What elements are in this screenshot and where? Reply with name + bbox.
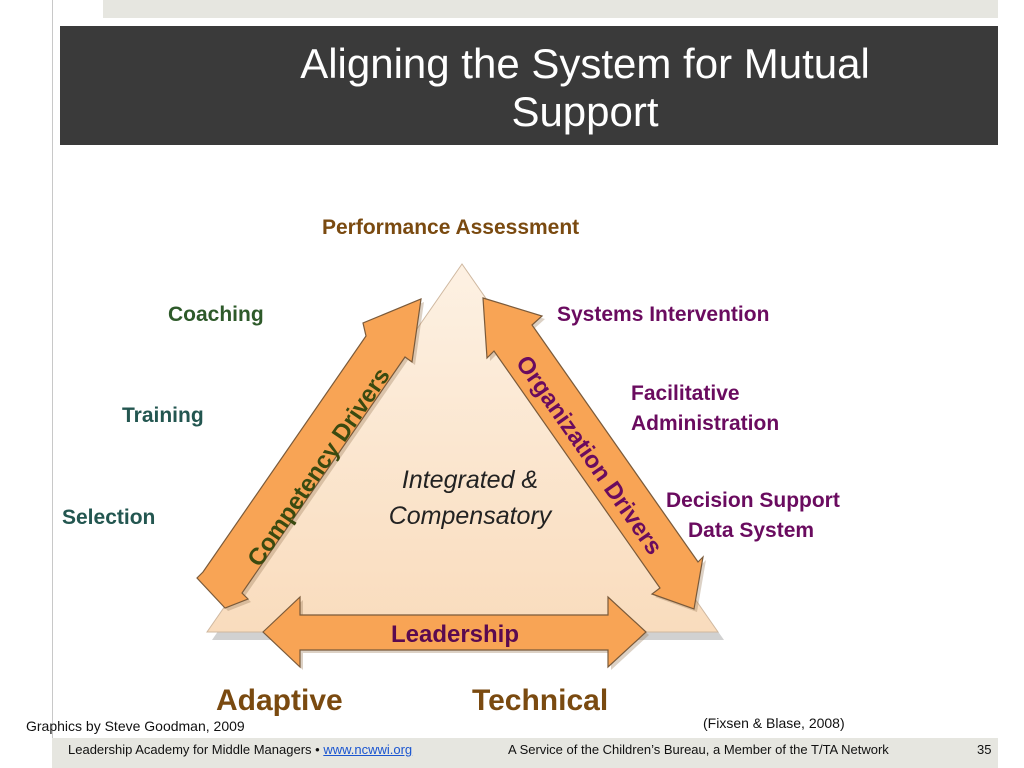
coaching-label: Coaching (168, 303, 264, 326)
center-text: Integrated & Compensatory (360, 462, 580, 534)
center-line1: Integrated & (401, 466, 539, 494)
data-system-label: Data System (688, 519, 815, 542)
footer-left: Leadership Academy for Middle Managers •… (68, 742, 412, 757)
footer-link[interactable]: www.ncwwi.org (323, 742, 413, 757)
citation: (Fixsen & Blase, 2008) (703, 715, 845, 731)
systems-intervention-label: Systems Intervention (557, 303, 770, 326)
training-label: Training (122, 404, 204, 427)
slide-title-line1: Aligning the System for Mutual (300, 40, 870, 87)
leadership-arrow (262, 595, 649, 670)
graphics-credit: Graphics by Steve Goodman, 2009 (26, 718, 245, 734)
performance-assessment-label: Performance Assessment (322, 216, 580, 239)
left-rule (52, 0, 53, 738)
title-bar (60, 26, 998, 145)
decision-support-label: Decision Support (666, 489, 840, 512)
slide-title-line2: Support (511, 88, 659, 135)
selection-label: Selection (62, 506, 156, 529)
technical-label: Technical (472, 684, 609, 717)
center-line2: Compensatory (388, 502, 552, 530)
top-strip (103, 0, 998, 18)
footer-left-text: Leadership Academy for Middle Managers • (68, 742, 320, 757)
footer-bar (52, 738, 998, 768)
footer-center: A Service of the Children’s Bureau, a Me… (508, 742, 889, 757)
page-number: 35 (977, 742, 992, 757)
competency-arrow (196, 298, 424, 611)
facilitative-label: Facilitative (631, 382, 740, 405)
leadership-label: Leadership (391, 621, 519, 648)
administration-label: Administration (631, 412, 780, 435)
slide-title: Aligning the System for Mutual Support (185, 40, 985, 136)
organization-arrow (482, 297, 706, 612)
adaptive-label: Adaptive (216, 684, 343, 717)
